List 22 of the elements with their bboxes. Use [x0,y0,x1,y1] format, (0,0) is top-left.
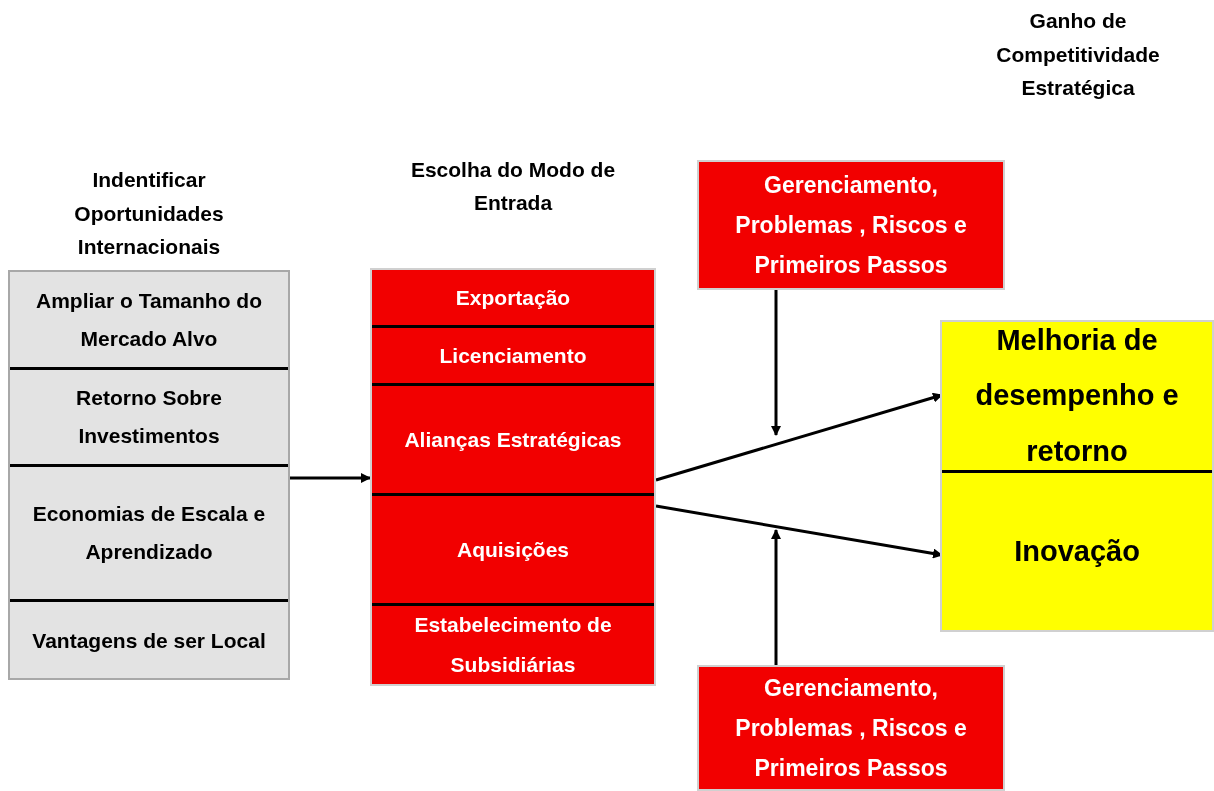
item-label: Vantagens de ser Local [31,628,267,655]
arrow [771,529,781,665]
item-label: Alianças Estratégicas [403,426,623,453]
column-heading: Indentificar Oportunidades Internacionais [73,167,225,261]
arrow [290,473,371,483]
column-heading: Escolha do Modo de Entrada [409,156,617,217]
item-label: Aquisições [455,536,570,563]
box-label: Gerenciamento, Problemas , Riscos e Primeiros Passos [734,170,968,281]
item-label: Economias de Escala e Aprendizado [31,501,267,565]
item-label: Retorno Sobre Investimentos [75,385,223,449]
item-label: Ampliar o Tamanho do Mercado Alvo [35,287,263,352]
item-label: Licenciamento [438,342,588,369]
arrow [771,290,781,436]
group-box [940,320,1214,632]
item-label: Exportação [454,284,572,311]
process-box [697,665,1005,791]
item-label: Melhoria de desempenho e retorno [974,323,1180,469]
column-heading: Ganho de Competitividade Estratégica [995,8,1161,102]
item-label: Estabelecimento de Subsidiárias [413,612,613,678]
item-label: Inovação [1013,533,1141,569]
process-box [697,160,1005,290]
box-label: Gerenciamento, Problemas , Riscos e Primeiros Passos [734,673,968,784]
